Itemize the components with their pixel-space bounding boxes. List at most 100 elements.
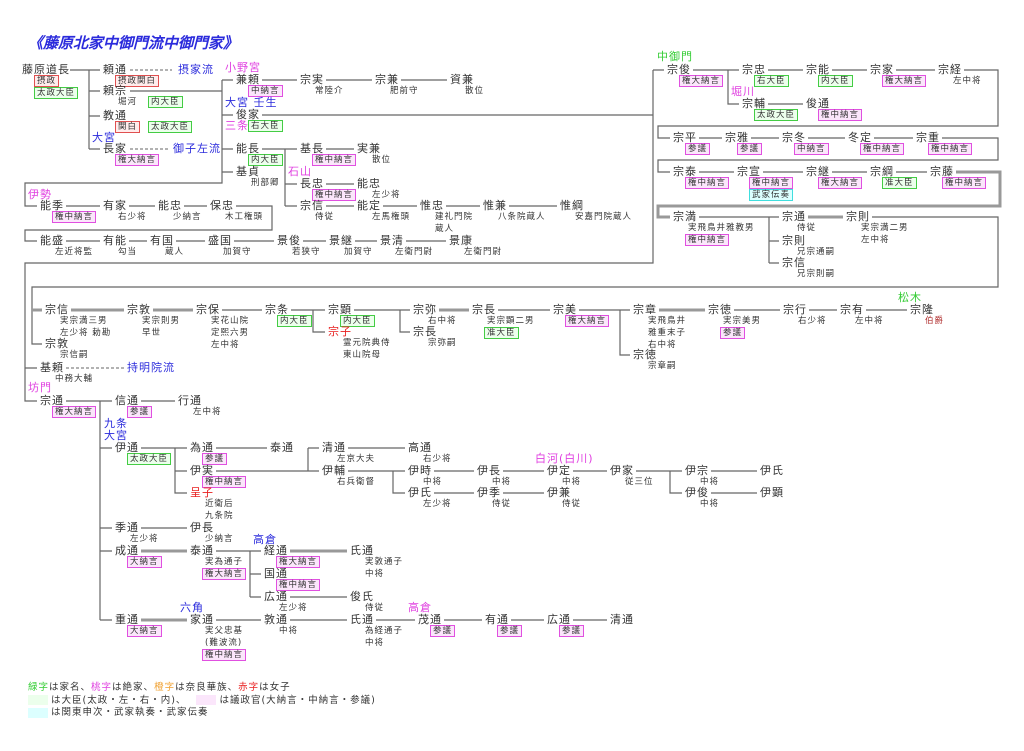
person-name[interactable]: 宗隆 [910, 303, 934, 316]
person-name[interactable]: 能季 [40, 199, 64, 212]
person-name[interactable]: 頼宗 [103, 84, 127, 97]
person-name[interactable]: 景清 [380, 234, 404, 247]
person-name[interactable]: 能忠 [158, 199, 182, 212]
person-name[interactable]: 宗平 [673, 131, 697, 144]
person-name[interactable]: 宗弥 [413, 303, 437, 316]
person-name[interactable]: 宗顕 [328, 303, 352, 316]
person-name[interactable]: 教通 [103, 109, 127, 122]
person-name[interactable]: 宗則 [782, 234, 806, 247]
person-name[interactable]: 呈子 [190, 486, 214, 499]
person-name[interactable]: 宗継 [806, 165, 830, 178]
person-name[interactable]: 資兼 [450, 73, 474, 86]
person-name[interactable]: 宗俊 [667, 63, 691, 76]
person-name[interactable]: 宗家 [870, 63, 894, 76]
person-name[interactable]: 伊俊 [685, 486, 709, 499]
person-name[interactable]: 俊家 [236, 108, 260, 121]
person-name[interactable]: 盛国 [208, 234, 232, 247]
person-name[interactable]: 能長 [236, 142, 260, 155]
person-name[interactable]: 清通 [322, 441, 346, 454]
person-name[interactable]: 宗綱 [870, 165, 894, 178]
person-name[interactable]: 伊長 [477, 464, 501, 477]
person-name[interactable]: 宗満 [673, 210, 697, 223]
person-name[interactable]: 宗宣 [737, 165, 761, 178]
person-name[interactable]: 長家 [103, 142, 127, 155]
person-name[interactable]: 宗則 [846, 210, 870, 223]
person-name[interactable]: 季通 [115, 521, 139, 534]
person-name[interactable]: 能忠 [357, 177, 381, 190]
person-name[interactable]: 伊時 [408, 464, 432, 477]
person-name[interactable]: 能盛 [40, 234, 64, 247]
person-name[interactable]: 家通 [190, 613, 214, 626]
person-name[interactable]: 伊家 [610, 464, 634, 477]
person-name[interactable]: 宗経 [938, 63, 962, 76]
person-name[interactable]: 宗能 [806, 63, 830, 76]
person-name[interactable]: 有通 [485, 613, 509, 626]
person-name[interactable]: 宗通 [782, 210, 806, 223]
person-name[interactable]: 宗保 [196, 303, 220, 316]
person-name[interactable]: 高通 [408, 441, 432, 454]
person-name[interactable]: 宗重 [916, 131, 940, 144]
person-name[interactable]: 宗忠 [742, 63, 766, 76]
person-name[interactable]: 成通 [115, 544, 139, 557]
person-name[interactable]: 伊氏 [408, 486, 432, 499]
person-name[interactable]: 宗章 [633, 303, 657, 316]
person-name[interactable]: 惟忠 [420, 199, 444, 212]
person-name[interactable]: 信通 [115, 394, 139, 407]
person-name[interactable]: 宗長 [413, 325, 437, 338]
person-name[interactable]: 宗信 [300, 199, 324, 212]
person-name[interactable]: 宗条 [265, 303, 289, 316]
person-name[interactable]: 重通 [115, 613, 139, 626]
person-name[interactable]: 伊長 [190, 521, 214, 534]
person-name[interactable]: 宗信 [782, 256, 806, 269]
person-name[interactable]: 伊兼 [547, 486, 571, 499]
person-name[interactable]: 伊季 [477, 486, 501, 499]
person-name[interactable]: 伊宗 [685, 464, 709, 477]
person-name[interactable]: 冬定 [848, 131, 872, 144]
person-name[interactable]: 宗輔 [742, 97, 766, 110]
person-name[interactable]: 氏通 [350, 544, 374, 557]
person-name[interactable]: 俊通 [806, 97, 830, 110]
person-name[interactable]: 有家 [103, 199, 127, 212]
person-name[interactable]: 泰通 [190, 544, 214, 557]
person-name[interactable]: 経通 [264, 544, 288, 557]
person-name[interactable]: 宗有 [840, 303, 864, 316]
person-name[interactable]: 為通 [190, 441, 214, 454]
person-name[interactable]: 宗長 [472, 303, 496, 316]
person-name[interactable]: 茂通 [418, 613, 442, 626]
person-name[interactable]: 宗泰 [673, 165, 697, 178]
person-name[interactable]: 広通 [547, 613, 571, 626]
person-name[interactable]: 宗雅 [725, 131, 749, 144]
person-name[interactable]: 兼頼 [236, 73, 260, 86]
person-name[interactable]: 有国 [150, 234, 174, 247]
person-name[interactable]: 頼通 [103, 63, 127, 76]
person-name[interactable]: 実兼 [357, 142, 381, 155]
person-name[interactable]: 宗敦 [45, 337, 69, 350]
person-name[interactable]: 藤原道長 [22, 63, 70, 76]
person-name[interactable]: 宗冬 [782, 131, 806, 144]
person-name[interactable]: 泰通 [270, 441, 294, 454]
person-name[interactable]: 能定 [357, 199, 381, 212]
person-name[interactable]: 基貞 [236, 165, 260, 178]
person-name[interactable]: 基長 [300, 142, 324, 155]
person-name[interactable]: 宗美 [553, 303, 577, 316]
person-name[interactable]: 清通 [610, 613, 634, 626]
person-name[interactable]: 景俊 [277, 234, 301, 247]
person-name[interactable]: 惟綱 [560, 199, 584, 212]
person-name[interactable]: 基頼 [40, 361, 64, 374]
person-name[interactable]: 宗敦 [127, 303, 151, 316]
person-name[interactable]: 伊顕 [760, 486, 784, 499]
person-name[interactable]: 俊氏 [350, 590, 374, 603]
person-name[interactable]: 宗行 [783, 303, 807, 316]
person-name[interactable]: 宗徳 [708, 303, 732, 316]
person-name[interactable]: 宗兼 [375, 73, 399, 86]
person-name[interactable]: 保忠 [210, 199, 234, 212]
person-name[interactable]: 宗徳 [633, 348, 657, 361]
person-name[interactable]: 伊定 [547, 464, 571, 477]
person-name[interactable]: 宗信 [45, 303, 69, 316]
person-name[interactable]: 景康 [449, 234, 473, 247]
person-name[interactable]: 伊実 [190, 464, 214, 477]
person-name[interactable]: 惟兼 [483, 199, 507, 212]
person-name[interactable]: 敦通 [264, 613, 288, 626]
person-name[interactable]: 長忠 [300, 177, 324, 190]
person-name[interactable]: 伊輔 [322, 464, 346, 477]
